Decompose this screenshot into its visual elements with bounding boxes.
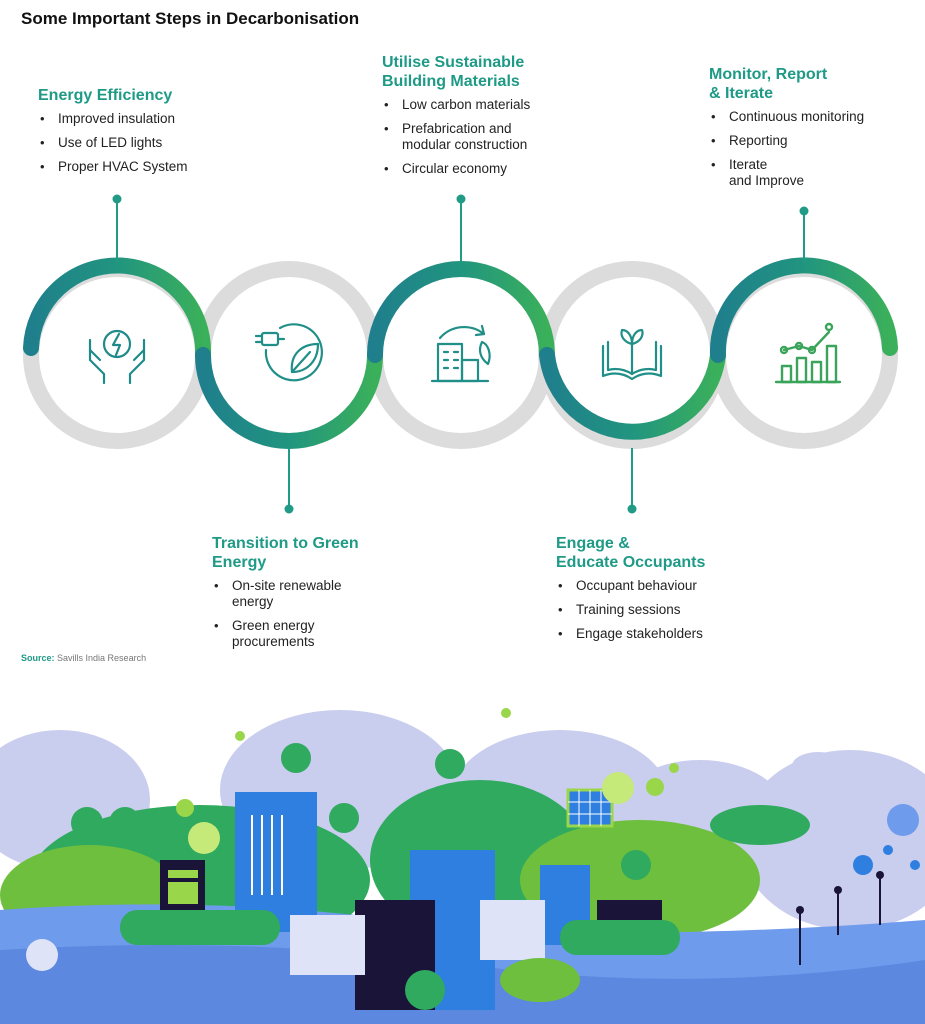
page-title: Some Important Steps in Decarbonisation — [21, 9, 360, 28]
step-green-energy: Transition to Green Energy On-site renew… — [212, 534, 392, 658]
bullet-item: Prefabrication and modular construction — [382, 121, 572, 153]
green-plug-leaf-icon — [254, 323, 323, 382]
step-bullets: Low carbon materials Prefabrication and … — [382, 97, 572, 177]
arc-1 — [23, 257, 212, 363]
source-label: Source: — [21, 653, 55, 663]
bullet-item: Training sessions — [556, 602, 746, 618]
step-monitor-report: Monitor, Report & Iterate Continuous mon… — [709, 65, 909, 197]
steps-ring-diagram — [23, 194, 898, 514]
step-bullets: Continuous monitoring Reporting Iterate … — [709, 109, 909, 189]
step-title: Energy Efficiency — [38, 87, 173, 104]
step-energy-efficiency: Energy Efficiency Improved insulation Us… — [38, 86, 218, 183]
connector-dot-2 — [284, 504, 294, 514]
connector-dot-3 — [456, 194, 466, 204]
step-title: Utilise Sustainable Building Materials — [382, 54, 525, 90]
arc-3 — [367, 261, 555, 363]
bullet-item: Low carbon materials — [382, 97, 572, 113]
bullet-item: Engage stakeholders — [556, 626, 746, 642]
step-bullets: Improved insulation Use of LED lights Pr… — [38, 111, 218, 175]
bullet-item: Green energy procurements — [212, 618, 392, 650]
bullet-item: Circular economy — [382, 161, 572, 177]
source-text: Savills India Research — [57, 653, 147, 663]
bullet-item: On-site renewable energy — [212, 578, 392, 610]
bullet-item: Reporting — [709, 133, 909, 149]
bullet-item: Improved insulation — [38, 111, 218, 127]
step-bullets: Occupant behaviour Training sessions Eng… — [556, 578, 746, 642]
arc-4 — [539, 347, 726, 440]
sustainable-building-icon — [430, 324, 491, 383]
step-title: Engage & Educate Occupants — [556, 535, 706, 571]
arc-2 — [195, 347, 383, 449]
growth-chart-icon — [774, 322, 842, 384]
connector-dot-1 — [112, 194, 122, 204]
bullet-item: Occupant behaviour — [556, 578, 746, 594]
step-sustainable-materials: Utilise Sustainable Building Materials L… — [382, 53, 572, 185]
connector-dot-5 — [799, 206, 809, 216]
bullet-item: Proper HVAC System — [38, 159, 218, 175]
energy-hands-icon — [88, 329, 146, 385]
connector-dot-4 — [627, 504, 637, 514]
green-city-illustration — [0, 708, 925, 1024]
step-title: Monitor, Report & Iterate — [709, 66, 828, 102]
bullet-item: Iterate and Improve — [709, 157, 909, 189]
bullet-item: Continuous monitoring — [709, 109, 909, 125]
bullet-item: Use of LED lights — [38, 135, 218, 151]
step-title: Transition to Green Energy — [212, 535, 359, 571]
book-sprout-icon — [601, 328, 663, 381]
arc-5 — [709, 257, 898, 363]
step-bullets: On-site renewable energy Green energy pr… — [212, 578, 392, 650]
source-note: Source: Savills India Research — [21, 653, 146, 663]
step-engage-occupants: Engage & Educate Occupants Occupant beha… — [556, 534, 746, 650]
